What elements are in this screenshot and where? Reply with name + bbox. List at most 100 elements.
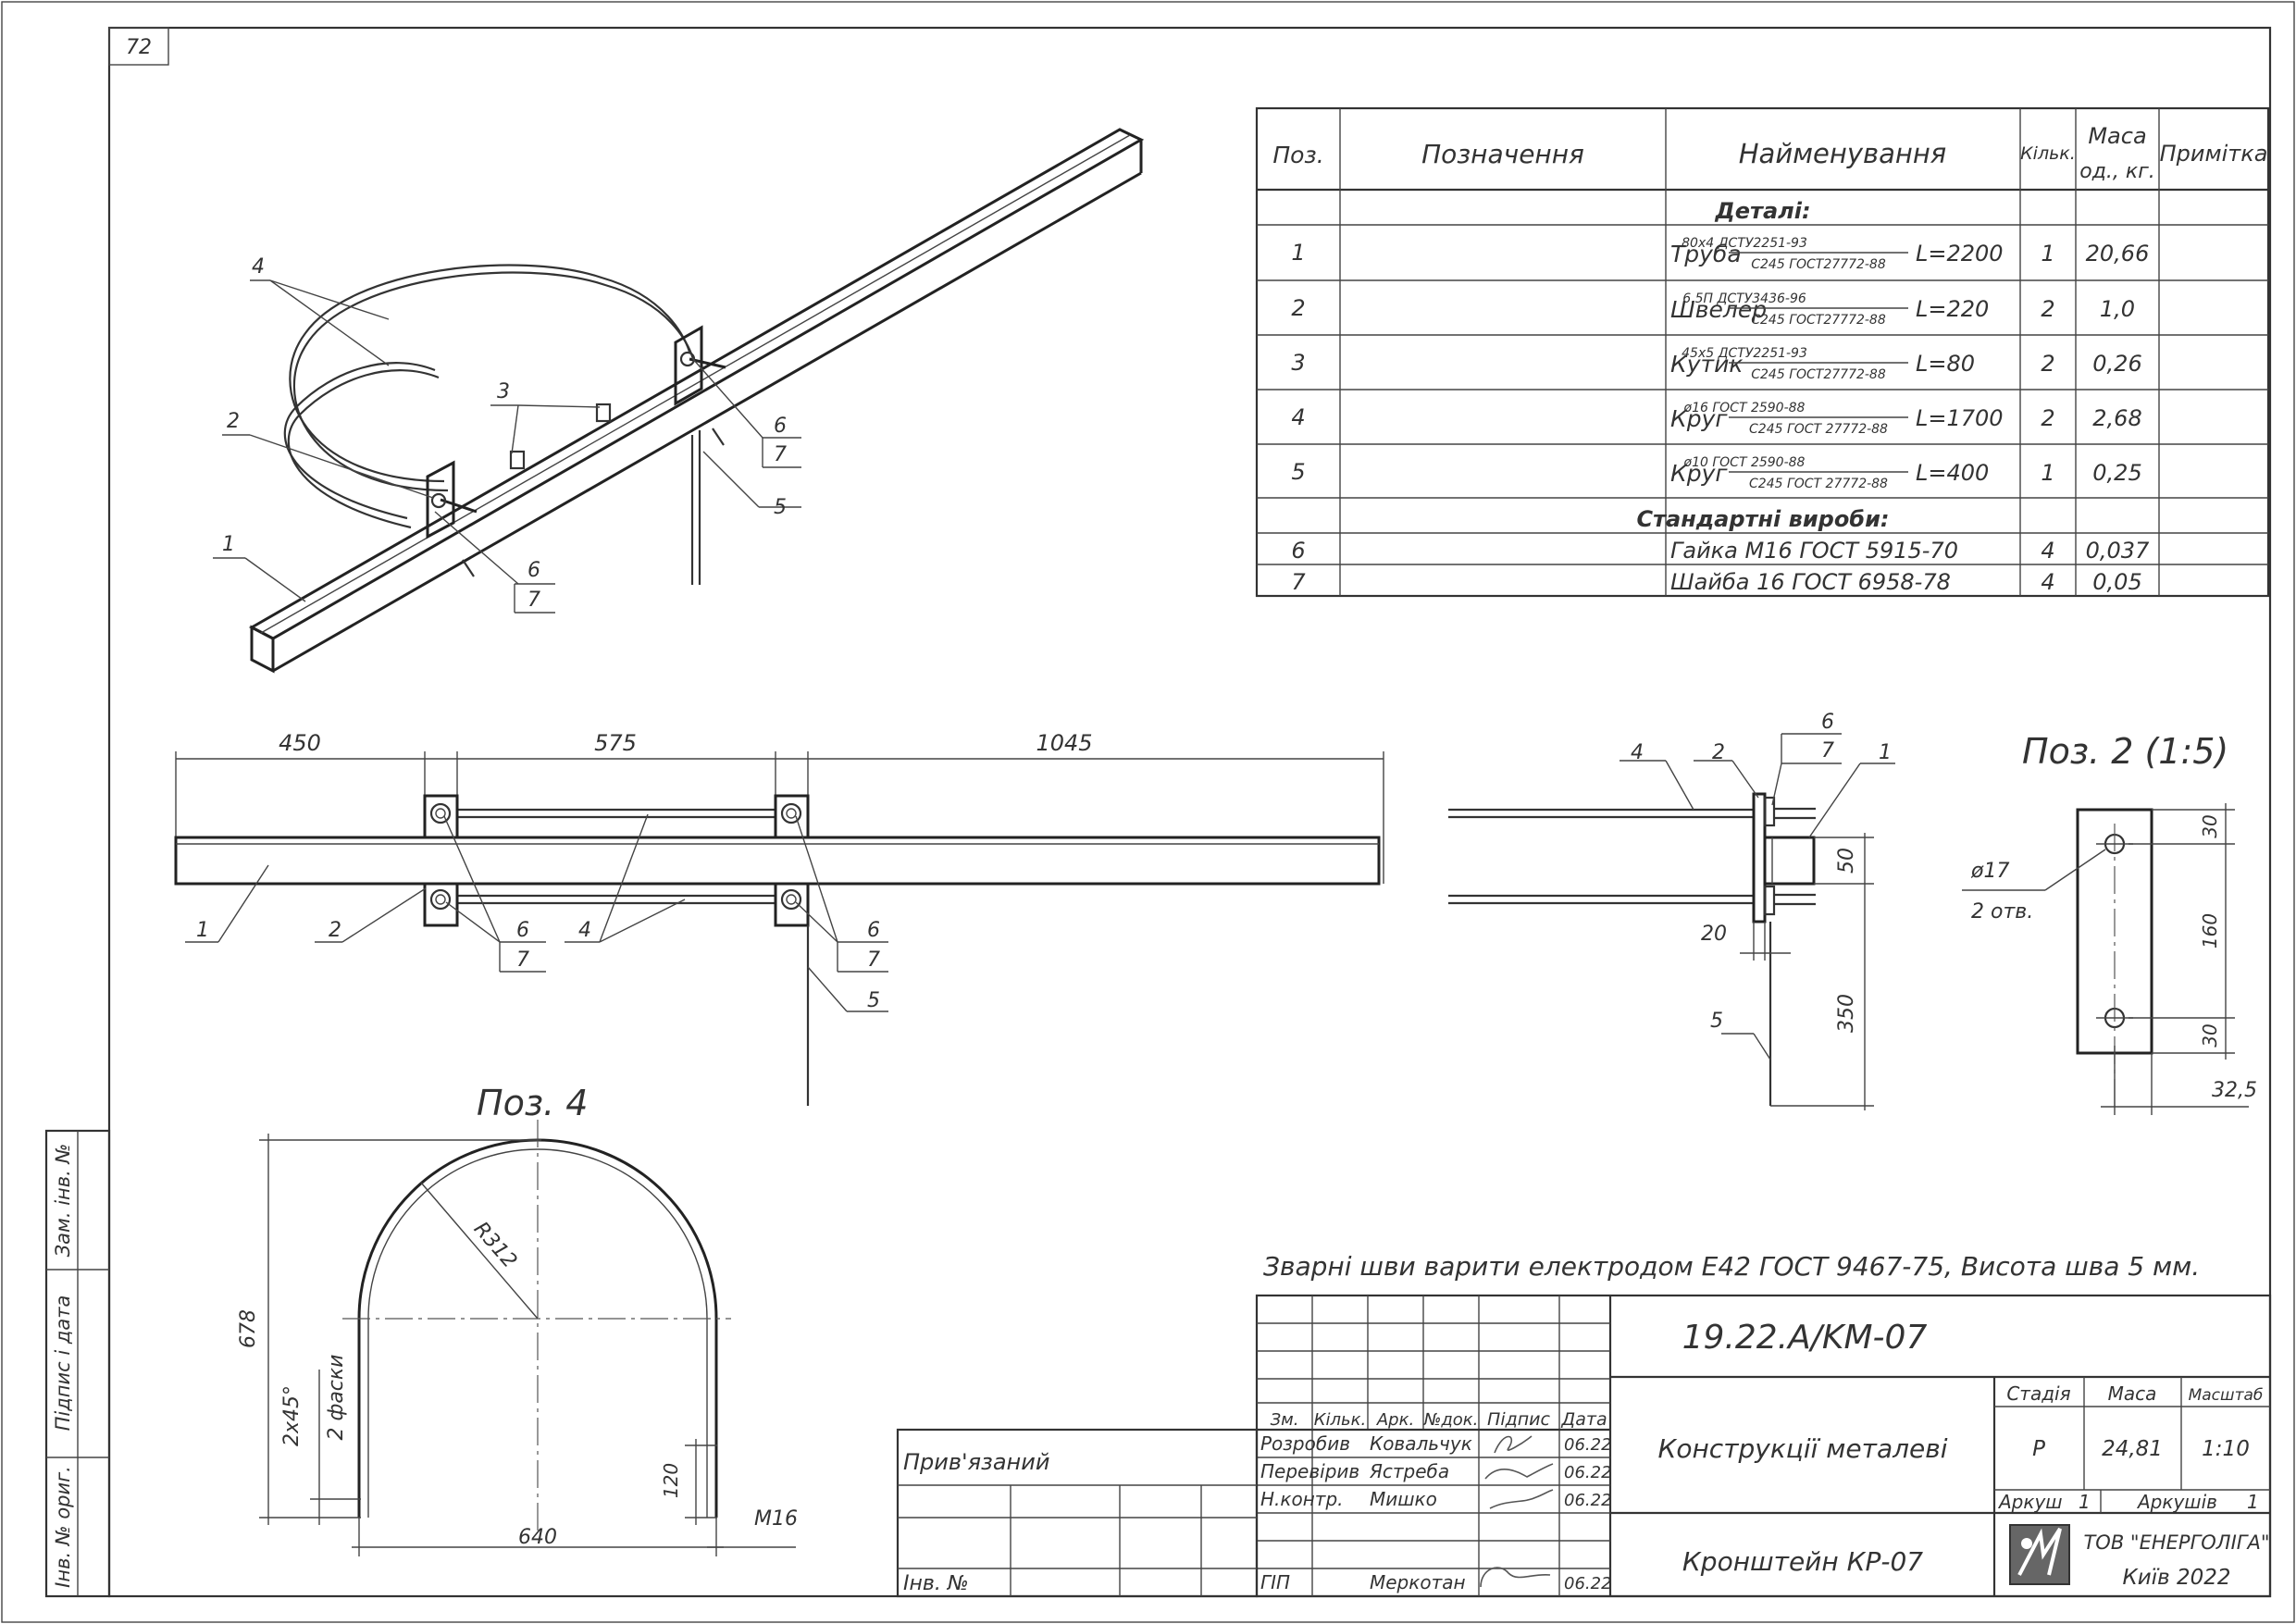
spec-table: [1255, 106, 2270, 598]
dim-678: 678: [237, 1309, 260, 1348]
dim-1045: 1045: [1036, 730, 1092, 756]
iso-callout-7a: 7: [527, 589, 540, 612]
spec-row-qty: 2: [2041, 351, 2054, 377]
spec-row-mass: 20,66: [2086, 241, 2150, 267]
iso-callout-7b: 7: [774, 443, 787, 466]
pos4-detail: [259, 1120, 796, 1556]
tb-date: 06.22: [1564, 1491, 1612, 1510]
th-qty: Кільк.: [2020, 143, 2076, 164]
dim-30b: 30: [2199, 1023, 2221, 1047]
spec-row-pos: 2: [1291, 295, 1305, 321]
spec-row-grade: ø16 ГОСТ 2590-88: [1683, 401, 1806, 415]
tb-name: Ковальчук: [1370, 1432, 1472, 1455]
iso-callout-6a: 6: [527, 559, 540, 582]
head-zm: Зм.: [1271, 1410, 1299, 1430]
spec-row-pos: 1: [1291, 240, 1305, 266]
spec-row-mass: 1,0: [2100, 296, 2135, 322]
drawing-name: Кронштейн КР-07: [1682, 1546, 1923, 1577]
dim-120: 120: [660, 1463, 682, 1498]
pos2-hole: ø17: [1970, 860, 2009, 883]
spec-row-qty: 1: [2041, 241, 2054, 267]
tb-role: Розробив: [1260, 1432, 1350, 1455]
dim-160: 160: [2199, 913, 2221, 948]
iso-leaders: [213, 279, 801, 614]
section-standard: Стандартні вироби:: [1637, 506, 1890, 532]
iso-callout-4: 4: [252, 255, 265, 279]
dim-450: 450: [279, 730, 321, 756]
stage-label: Стадія: [2006, 1382, 2070, 1405]
dim-350: 350: [1835, 994, 1858, 1033]
side-view: [1448, 733, 1895, 1110]
dim-50: 50: [1835, 848, 1858, 874]
company-logo: [2009, 1524, 2070, 1585]
pos2-detail: [1962, 803, 2249, 1115]
tb-name: Ястреба: [1369, 1460, 1449, 1482]
th-designation: Позначення: [1421, 139, 1584, 169]
front-callout-6b: 6: [867, 919, 880, 942]
tb-date: 06.22: [1564, 1463, 1612, 1482]
signatures: [1480, 1435, 1554, 1588]
doc-code: 19.22.A/KM-07: [1682, 1319, 1928, 1357]
side-callout-1: 1: [1879, 741, 1892, 764]
spec-row-name: Круг: [1670, 460, 1728, 487]
side-callout-6: 6: [1821, 711, 1834, 734]
front-callout-4: 4: [578, 919, 591, 942]
spec-row-qty: 1: [2041, 460, 2054, 486]
title-block: [896, 1294, 2272, 1598]
side-callout-7: 7: [1821, 739, 1834, 762]
section-details: Деталі:: [1714, 198, 1810, 224]
std-row-name: Шайба 16 ГОСТ 6958-78: [1670, 569, 1951, 595]
head-doc: №док.: [1423, 1410, 1479, 1430]
head-sign: Підпис: [1487, 1409, 1550, 1430]
iso-callout-6b: 6: [774, 415, 787, 438]
sheet-value: 1: [2079, 1491, 2091, 1513]
scale-value: 1:10: [2202, 1437, 2250, 1461]
std-row-name: Гайка М16 ГОСТ 5915-70: [1670, 538, 1958, 564]
pos2-title: Поз. 2 (1:5): [2022, 731, 2228, 772]
spec-row-grade: 45х5 ДСТУ2251-93: [1682, 346, 1807, 361]
spec-row-length: L=2200: [1916, 241, 2004, 267]
spec-row-length: L=220: [1916, 296, 1989, 322]
dim-m16: М16: [754, 1507, 798, 1531]
tb-role: Н.контр.: [1260, 1488, 1344, 1510]
project-name: Конструкції металеві: [1657, 1433, 1947, 1464]
front-callout-7b: 7: [867, 948, 880, 972]
spec-row-steel: С245 ГОСТ 27772-88: [1749, 422, 1888, 437]
spec-row-pos: 5: [1291, 459, 1305, 485]
spec-row-pos: 4: [1291, 404, 1305, 430]
spec-row-steel: С245 ГОСТ27772-88: [1751, 313, 1886, 328]
spec-row-steel: С245 ГОСТ27772-88: [1751, 257, 1886, 272]
spec-row-qty: 2: [2041, 405, 2054, 431]
spec-row-name: Труба: [1670, 241, 1742, 267]
city-year: Київ 2022: [2122, 1566, 2230, 1590]
head-ark: Арк.: [1376, 1410, 1414, 1430]
front-callout-2: 2: [329, 919, 341, 942]
side-callout-5: 5: [1710, 1010, 1723, 1033]
tb-date: 06.22: [1564, 1574, 1612, 1593]
titleblock-people: Розробив Ковальчук 06.22 Перевірив Ястреба 06…: [1260, 1432, 1612, 1593]
mass-label: Маса: [2108, 1382, 2157, 1405]
linked-label: Прив'язаний: [903, 1449, 1049, 1475]
side-callout-2: 2: [1712, 741, 1725, 764]
company-name: ТОВ "ЕНЕРГОЛІГА": [2083, 1531, 2269, 1554]
spec-row-mass: 0,26: [2092, 351, 2141, 377]
dim-r312: R312: [469, 1218, 521, 1273]
std-row-qty: 4: [2041, 538, 2054, 564]
spec-row-length: L=1700: [1916, 405, 2004, 431]
th-note: Примітка: [2160, 141, 2268, 167]
stamp-pidpys: Підпис і дата: [52, 1295, 74, 1432]
stage-value: Р: [2032, 1437, 2045, 1461]
sheet-number-box: [108, 27, 169, 66]
tb-name: Мишко: [1370, 1488, 1437, 1510]
dim-chamfer: 2х45°: [280, 1385, 304, 1446]
sheets-label: Аркушів: [2136, 1491, 2217, 1513]
spec-row-mass: 0,25: [2092, 460, 2141, 486]
th-pos: Поз.: [1272, 142, 1323, 168]
tb-role: ГІП: [1260, 1571, 1290, 1593]
stamp-inv-orig: Інв. № ориг.: [52, 1466, 74, 1588]
tb-role: Перевірив: [1260, 1460, 1359, 1482]
spec-row-length: L=80: [1916, 351, 1975, 377]
spec-row-name: Швелер: [1670, 296, 1767, 323]
